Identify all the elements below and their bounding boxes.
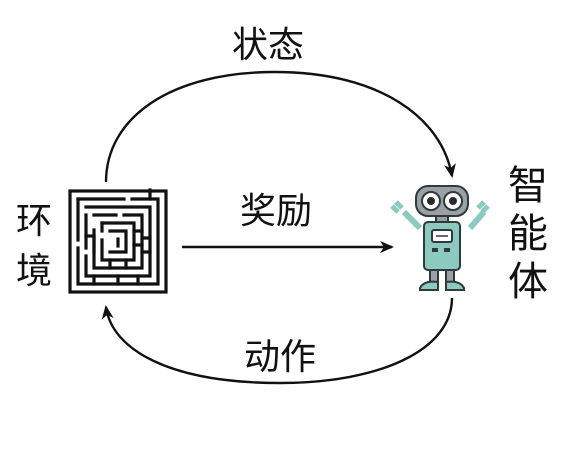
environment-label-char: 环 xyxy=(15,201,52,242)
maze-icon xyxy=(68,188,168,294)
environment-label-char: 境 xyxy=(15,251,52,292)
agent-label-char: 能 xyxy=(508,211,548,257)
state-arrow xyxy=(104,70,456,183)
agent-label-char: 体 xyxy=(508,259,548,305)
robot-icon xyxy=(390,185,490,291)
action-arrow xyxy=(101,297,454,385)
action-label: 动作 xyxy=(244,337,317,378)
state-label: 状态 xyxy=(232,25,305,66)
agent-label: 智 能 体 xyxy=(504,166,552,310)
agent-label-char: 智 xyxy=(508,163,548,209)
reward-label: 奖励 xyxy=(240,191,313,232)
environment-label: 环 境 xyxy=(12,204,56,304)
